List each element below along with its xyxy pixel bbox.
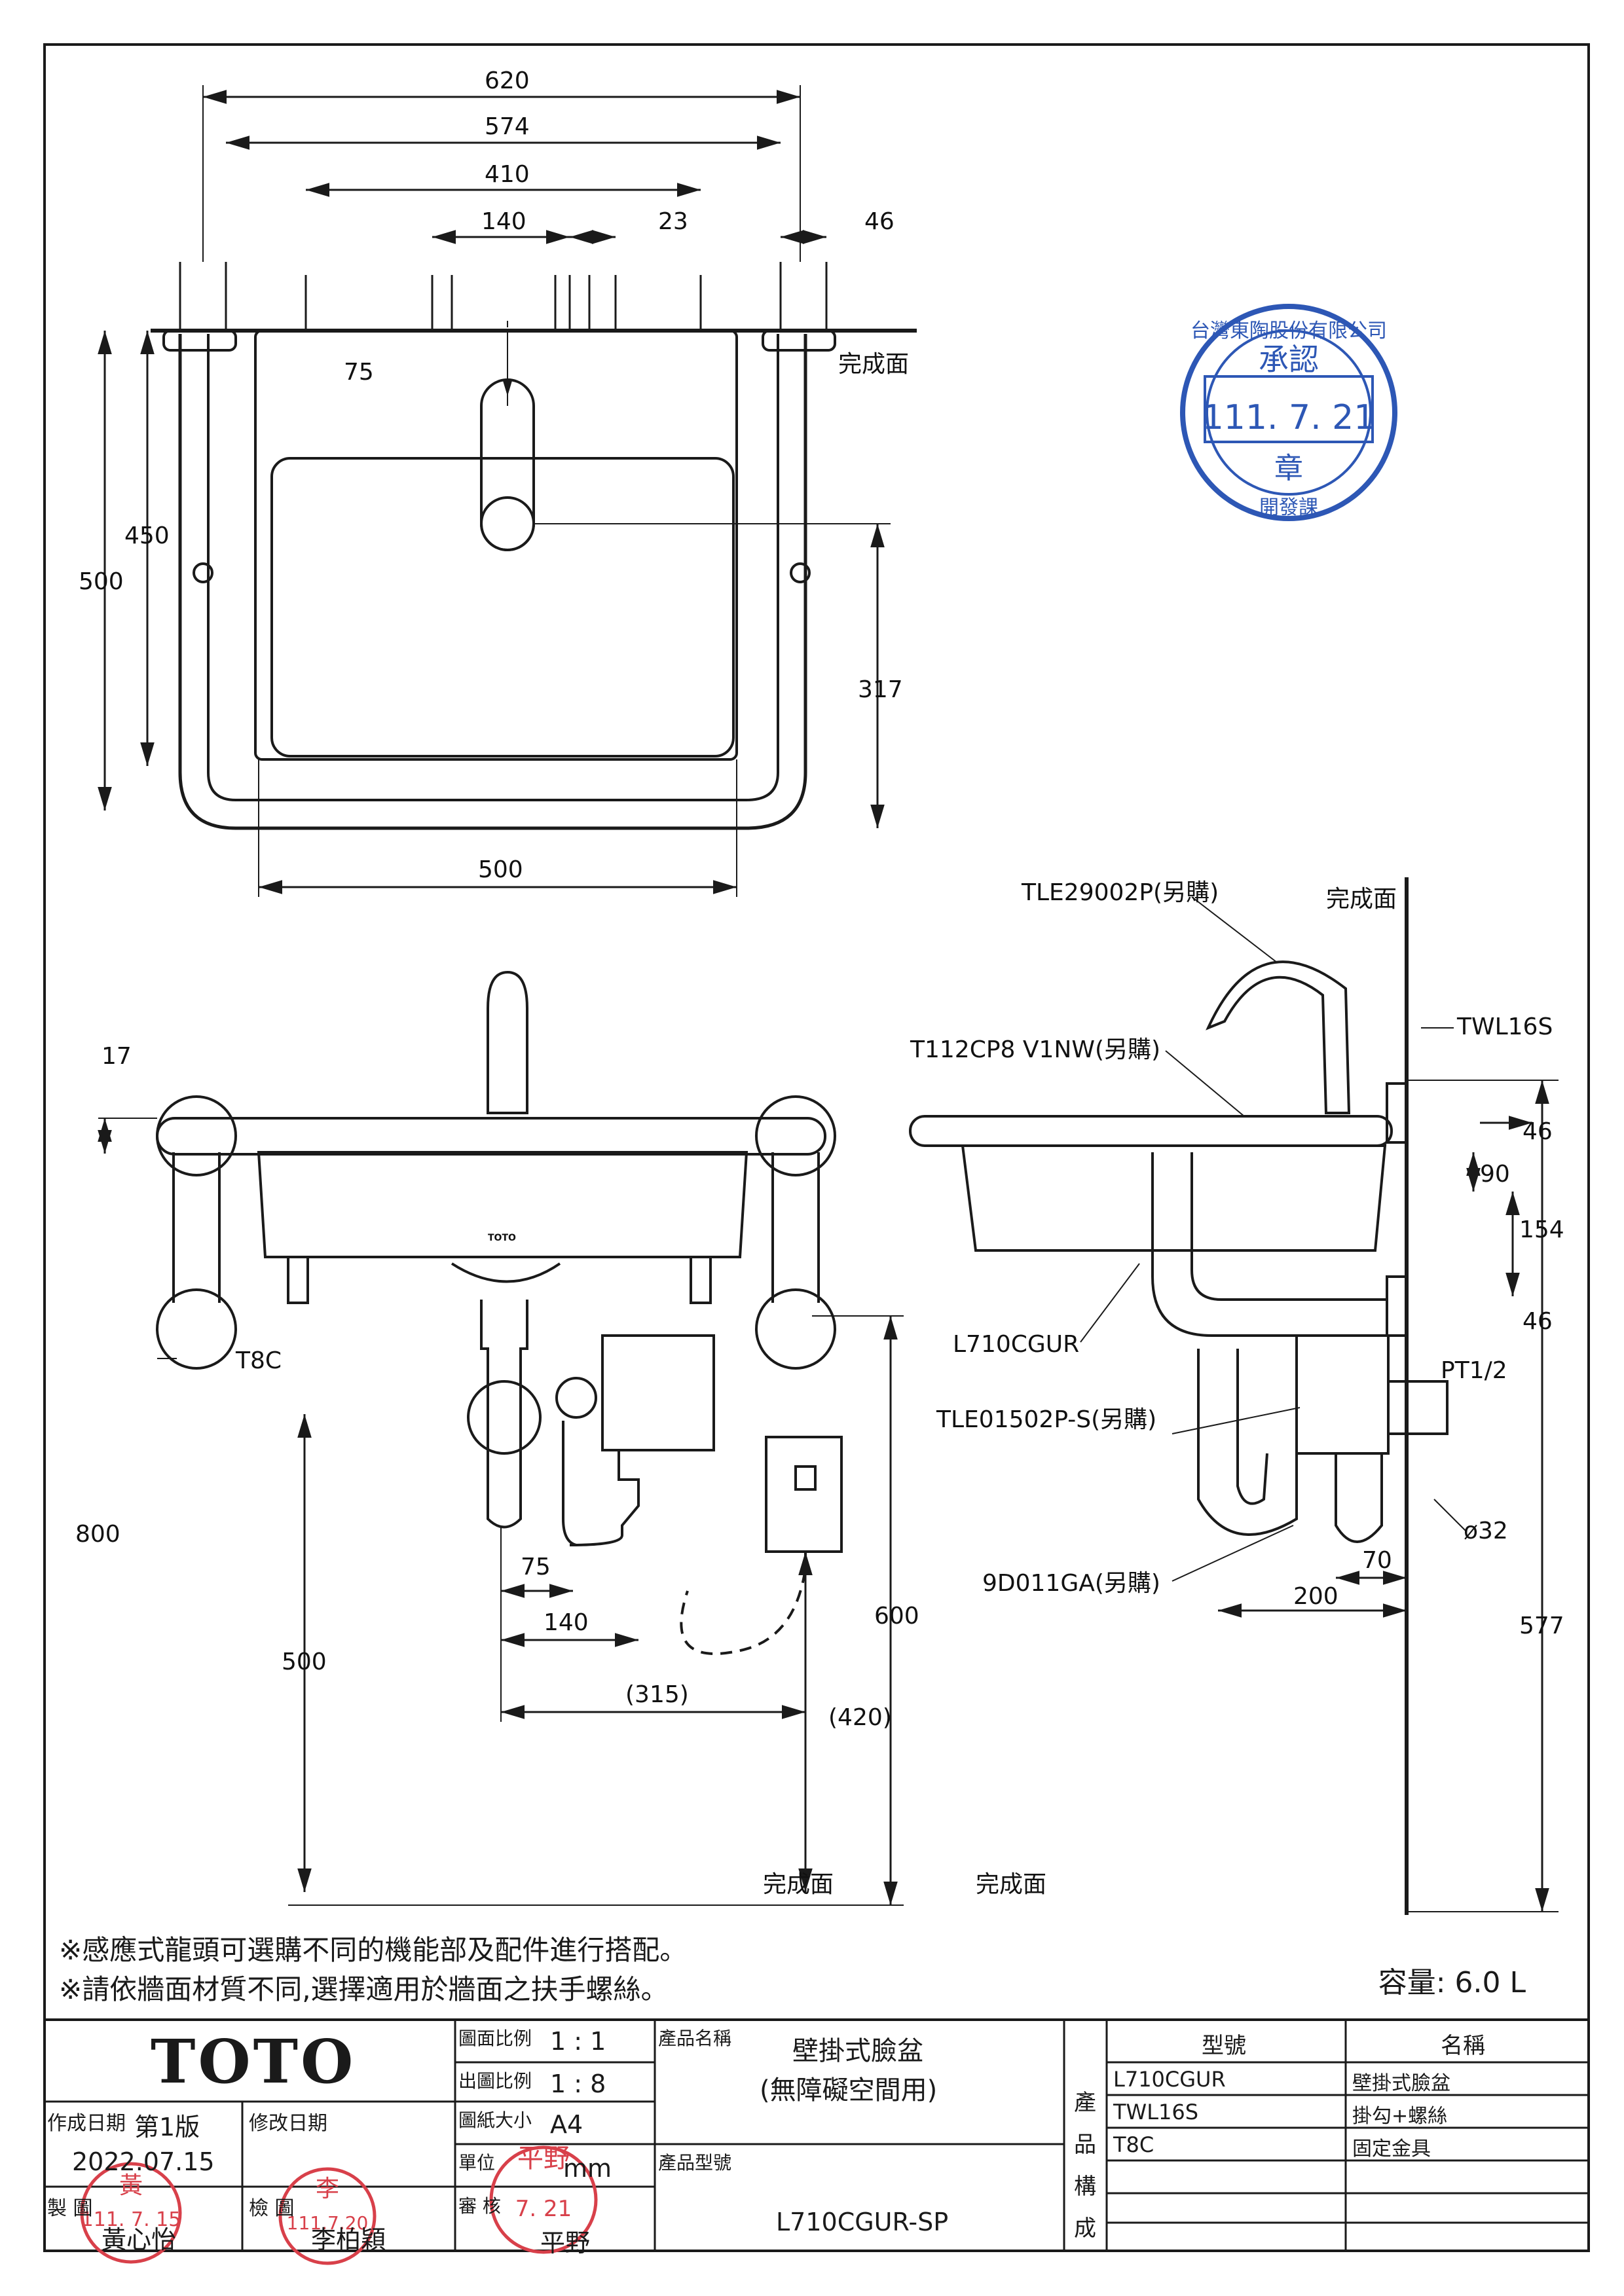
row-model-2: TWL16S [1113,2100,1199,2124]
col-model: 型號 [1202,2033,1246,2059]
dim-620: 620 [485,67,530,94]
dim-500-left: 500 [79,568,124,595]
unit-label: 單位 [458,2152,496,2174]
product-code-label: 產品型號 [658,2152,732,2174]
finish-surface-label-side-bottom: 完成面 [976,1871,1046,1898]
plan-view [98,85,917,897]
product-name: 壁掛式臉盆 [792,2036,923,2066]
row-model-3: T8C [1113,2132,1154,2157]
label-trap-pipe: T112CP8 V1NW(另購) [910,1036,1160,1063]
stamp-review-date: 7. 21 [515,2196,572,2222]
side-view [909,877,1559,1915]
checker-label: 檢 圖 [249,2197,295,2220]
checker-name: 李柏穎 [311,2225,386,2254]
drawer-label: 製 圖 [47,2197,93,2220]
stamp-date: 111. 7. 21 [1202,398,1376,437]
title-block-grid [43,2018,1590,2252]
label-t8c: T8C [235,1347,282,1374]
dim-140: 140 [481,208,526,235]
dim-46: 46 [864,208,895,235]
label-basin-brand: TOTO [488,1233,516,1243]
modified-label: 修改日期 [249,2112,327,2135]
front-view-dimensions: 17 800 500 600 (420) 75 140 (315) T8C TO… [75,1043,919,1898]
dim-46b: 46 [1522,1308,1553,1335]
dim-70: 70 [1362,1547,1392,1574]
row-model-1: L710CGUR [1113,2067,1226,2092]
stamp-issuer: 開發課 [1259,496,1318,519]
row-name-1: 壁掛式臉盆 [1352,2072,1450,2095]
note-1: ※感應式龍頭可選購不同的機能部及配件進行搭配。 [59,1934,688,1966]
created-label: 作成日期 [47,2112,126,2135]
finish-surface-label-side-top: 完成面 [1326,886,1397,913]
capacity-label: 容量: 6.0 L [1378,1966,1526,1999]
label-pt12: PT1/2 [1441,1357,1507,1384]
dim-90: 90 [1480,1161,1510,1188]
col-name: 名稱 [1441,2033,1485,2059]
dim-420: (420) [828,1704,892,1731]
created-date: 2022.07.15 [72,2147,215,2176]
toto-logo: TOTO [151,2026,356,2097]
stamp-checker-date: 111.7.20 [287,2212,369,2234]
stamp-seal: 章 [1274,452,1303,485]
label-trap: 9D011GA(另購) [982,1570,1160,1597]
label-dia32: ø32 [1464,1518,1508,1544]
scale-label: 圖面比例 [458,2028,532,2049]
dim-154: 154 [1519,1216,1564,1243]
unit-value: mm [563,2154,612,2183]
dim-140-front: 140 [544,1609,589,1636]
dim-75-front: 75 [521,1554,551,1580]
product-code: L710CGUR-SP [776,2208,949,2236]
dim-600: 600 [874,1603,919,1630]
stamp-checker-name: 李 [316,2176,339,2202]
side-view-labels: TLE29002P(另購) T112CP8 V1NW(另購) TWL16S L7… [910,879,1564,1898]
label-twl16s: TWL16S [1456,1013,1553,1040]
dim-574: 574 [485,113,530,140]
dim-200: 200 [1293,1583,1338,1610]
label-l710cgur: L710CGUR [953,1331,1079,1358]
stamp-drawer-name: 黃 [119,2172,143,2199]
composition-label: 產品構成 [1074,2090,1096,2242]
edition: 第1版 [134,2113,200,2141]
dim-75: 75 [344,359,374,386]
product-name-sub: (無障礙空間用) [760,2075,938,2105]
label-sensor: TLE01502P-S(另購) [936,1406,1156,1433]
row-name-2: 掛勾+螺絲 [1352,2105,1448,2128]
review-label: 審 核 [458,2195,501,2217]
dim-317: 317 [858,676,903,703]
finish-surface-label-plan: 完成面 [838,351,909,378]
dim-46a: 46 [1522,1118,1553,1145]
dim-23: 23 [658,208,688,235]
plan-view-dimensions: 620 574 410 140 23 46 75 450 500 317 500… [79,67,909,883]
paper-label: 圖紙大小 [458,2109,532,2131]
stamp-drawer-date: 111. 7. 15 [81,2208,181,2231]
note-2: ※請依牆面材質不同,選擇適用於牆面之扶手螺絲。 [59,1973,669,2005]
paper-value: A4 [550,2110,583,2139]
dim-450: 450 [124,522,170,549]
dim-577: 577 [1519,1613,1564,1639]
row-name-3: 固定金具 [1352,2138,1431,2160]
dim-17: 17 [101,1043,132,1070]
stamp-title: 承認 [1259,342,1319,377]
dim-800: 800 [75,1521,120,1548]
red-stamps: 111. 7. 15 黃 111.7.20 李 平野 7. 21 [80,2143,598,2265]
drawer-name: 黃心怡 [101,2225,177,2254]
print-scale-label: 出圖比例 [458,2070,532,2092]
product-name-label: 產品名稱 [658,2028,732,2049]
stamp-ring-text: 台灣東陶股份有限公司 [1190,319,1387,342]
dim-500-bottom: 500 [478,856,523,883]
scale-value: 1 : 1 [550,2027,606,2056]
print-scale-value: 1 : 8 [550,2069,606,2098]
dim-315: (315) [625,1681,689,1708]
stamp-review-name: 平野 [517,2143,570,2174]
dim-500-front: 500 [282,1649,327,1675]
finish-surface-label-front: 完成面 [763,1871,834,1898]
label-faucet: TLE29002P(另購) [1021,879,1219,906]
approval-stamp: 台灣東陶股份有限公司 承認 111. 7. 21 章 開發課 [1180,304,1397,521]
dim-410: 410 [485,161,530,188]
front-view [98,970,904,1906]
reviewer-name: 平野 [540,2229,591,2257]
